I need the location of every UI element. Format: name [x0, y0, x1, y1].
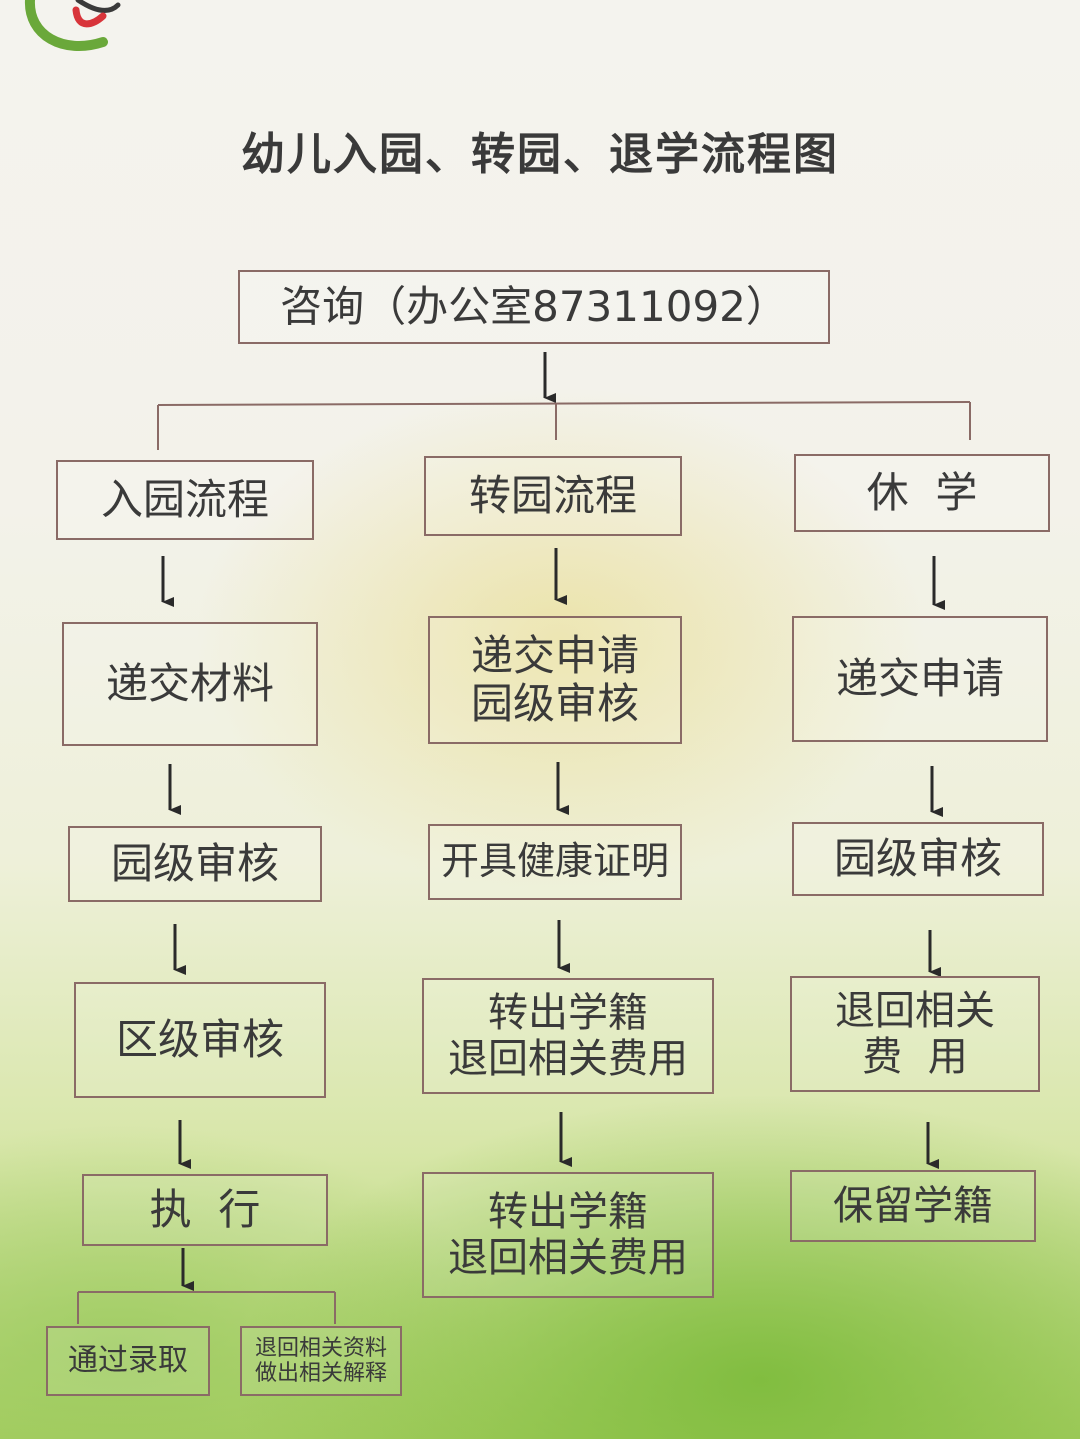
transfer-step-3-label: 转出学籍 退回相关费用 [448, 990, 688, 1082]
transfer-step-4: 转出学籍 退回相关费用 [422, 1172, 714, 1298]
suspend-step-2: 园级审核 [792, 822, 1044, 896]
admission-step-1-label: 递交材料 [105, 658, 274, 708]
consult-box: 咨询（办公室87311092） [238, 270, 830, 344]
consult-label: 咨询（办公室87311092） [280, 281, 788, 331]
page-title: 幼儿入园、转园、退学流程图 [241, 129, 839, 180]
suspend-step-3: 退回相关 费 用 [790, 976, 1040, 1092]
admission-step-4-label: 执 行 [149, 1184, 261, 1234]
transfer-header: 转园流程 [468, 470, 637, 520]
suspend-header: 休 学 [866, 467, 978, 517]
transfer-step-2-label: 开具健康证明 [440, 839, 669, 884]
suspend-step-2-label: 园级审核 [833, 833, 1002, 883]
split-bar [157, 401, 971, 406]
transfer-header-box: 转园流程 [424, 456, 682, 536]
admission-step-4: 执 行 [82, 1174, 328, 1246]
suspend-step-3-label: 退回相关 费 用 [835, 988, 995, 1080]
logo-icon [24, 0, 121, 51]
suspend-step-4-label: 保留学籍 [833, 1183, 993, 1229]
admission-outcome-reject: 退回相关资料 做出相关解释 [240, 1326, 402, 1396]
transfer-step-1-label: 递交申请 园级审核 [470, 630, 639, 728]
admission-outcome-accept-label: 通过录取 [68, 1342, 188, 1378]
admission-header-box: 入园流程 [56, 460, 314, 540]
admission-outcome-accept: 通过录取 [46, 1326, 210, 1396]
admission-step-3-label: 区级审核 [115, 1014, 284, 1064]
suspend-step-4: 保留学籍 [790, 1170, 1036, 1242]
admission-header: 入园流程 [100, 474, 269, 524]
admission-step-1: 递交材料 [62, 622, 318, 746]
admission-step-2: 园级审核 [68, 826, 322, 902]
suspend-step-1: 递交申请 [792, 616, 1048, 742]
admission-step-2-label: 园级审核 [110, 838, 279, 888]
suspend-header-box: 休 学 [794, 454, 1050, 532]
transfer-step-3: 转出学籍 退回相关费用 [422, 978, 714, 1094]
transfer-step-4-label: 转出学籍 退回相关费用 [448, 1189, 688, 1281]
suspend-step-1-label: 递交申请 [835, 653, 1004, 703]
admission-step-3: 区级审核 [74, 982, 326, 1098]
admission-outcome-reject-label: 退回相关资料 做出相关解释 [254, 1335, 387, 1386]
transfer-step-2: 开具健康证明 [428, 824, 682, 900]
transfer-step-1: 递交申请 园级审核 [428, 616, 682, 744]
